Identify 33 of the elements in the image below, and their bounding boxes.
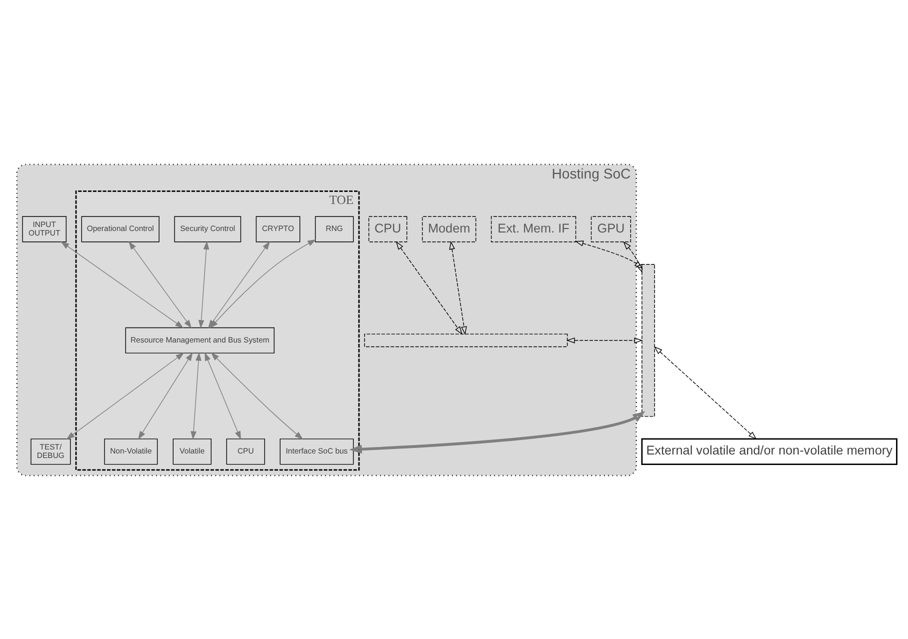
node-box: Interface SoC bus [280, 438, 354, 464]
node-box: GPU [590, 216, 632, 242]
node-box: TEST/ DEBUG [30, 438, 71, 464]
node-bar [642, 264, 655, 416]
node-box: Volatile [172, 438, 212, 464]
arrow [210, 352, 304, 440]
arrow [190, 352, 202, 440]
arrow [396, 240, 462, 334]
node-box: Non-Volatile [104, 438, 158, 464]
arrow [449, 240, 467, 334]
node-box: RNG [314, 216, 354, 242]
arrow [138, 352, 193, 440]
node-box: CRYPTO [256, 216, 300, 242]
arrow [623, 240, 642, 272]
arrow [128, 240, 192, 328]
node-box: Resource Management and Bus System [125, 326, 275, 353]
arrow [198, 240, 210, 328]
arrow [204, 352, 241, 440]
arrow [574, 240, 643, 268]
node-bar [364, 333, 568, 347]
node-box: Modem [422, 216, 476, 242]
node-box: CPU [226, 438, 266, 464]
arrow [349, 410, 646, 454]
node-box: External volatile and/or non-volatile memory [641, 438, 898, 464]
node-box: CPU [368, 216, 408, 242]
arrow [566, 336, 643, 343]
arrow [654, 346, 757, 440]
node-box: Ext. Mem. IF [490, 216, 576, 242]
node-box: INPUT OUTPUT [22, 216, 67, 242]
arrow [60, 240, 184, 328]
node-box: Security Control [174, 216, 242, 242]
node-box: Operational Control [81, 216, 160, 242]
arrow [66, 352, 184, 439]
